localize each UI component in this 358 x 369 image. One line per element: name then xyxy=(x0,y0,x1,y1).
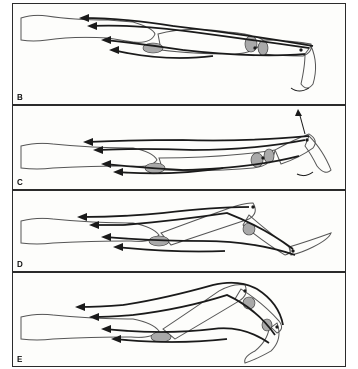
lumbrical xyxy=(117,247,225,252)
arrowhead xyxy=(83,138,93,146)
panel-label: B xyxy=(17,94,23,102)
arrowhead xyxy=(101,36,111,44)
joint-marker xyxy=(251,205,254,208)
finger-illustration-e xyxy=(13,273,346,367)
joint-marker xyxy=(253,46,256,49)
finger-illustration-c xyxy=(13,106,346,190)
metacarpal-bone xyxy=(21,143,157,169)
joint-marker xyxy=(243,289,246,292)
proximal-phalanx xyxy=(163,285,246,339)
arrowhead xyxy=(87,22,97,30)
joint-marker xyxy=(291,249,294,252)
extensor-tendon xyxy=(87,136,309,142)
arrowhead xyxy=(113,243,123,251)
panel-d: D xyxy=(12,190,346,272)
joint-marker xyxy=(305,138,308,141)
arrowhead xyxy=(101,325,111,333)
sesamoid xyxy=(151,332,171,342)
arrowhead xyxy=(89,313,99,321)
joint-marker xyxy=(261,156,264,159)
distal-phalanx xyxy=(245,323,279,363)
joint-marker xyxy=(299,48,302,51)
panel-label: C xyxy=(17,179,23,187)
finger-illustration-b xyxy=(13,4,346,105)
metacarpal-bone xyxy=(21,314,159,340)
distal-phalanx xyxy=(305,136,331,172)
middle-phalanx xyxy=(235,289,282,333)
arrowhead xyxy=(111,335,121,343)
arrowhead xyxy=(109,46,119,54)
panel-c: C xyxy=(12,105,346,190)
panel-b: B xyxy=(12,3,346,105)
joint-marker xyxy=(275,325,278,328)
arrowhead xyxy=(77,213,87,221)
lumbrical xyxy=(115,339,227,342)
arrowhead xyxy=(113,168,123,176)
distal-phalanx xyxy=(289,233,331,255)
panel-label: D xyxy=(17,261,23,269)
sesamoid xyxy=(258,41,268,55)
rotation-arrow xyxy=(297,172,313,176)
arrowhead xyxy=(79,14,89,22)
arrowhead xyxy=(295,109,302,116)
panel-label: E xyxy=(17,356,22,364)
arrowhead xyxy=(101,233,111,241)
arrowheads xyxy=(77,213,123,251)
arrowhead xyxy=(101,160,111,168)
panel-e: E xyxy=(12,272,346,367)
finger-illustration-d xyxy=(13,191,346,272)
arrowhead xyxy=(75,303,85,311)
extensor-tendon xyxy=(81,207,249,217)
